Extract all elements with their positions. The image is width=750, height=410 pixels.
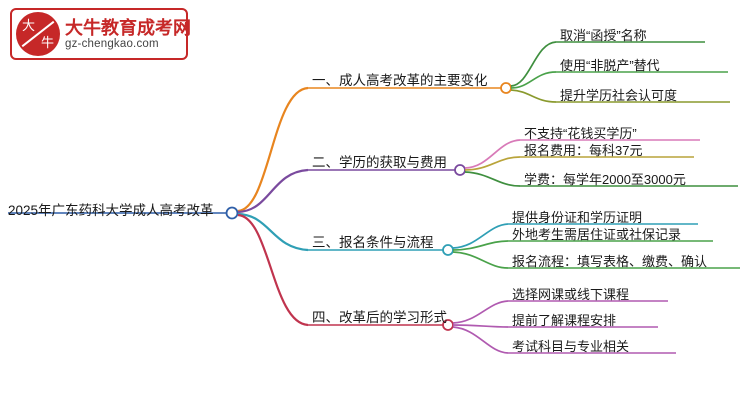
branch-2-node-dot[interactable] [454,164,466,176]
leaf-label-3-2[interactable]: 外地考生需居住证或社保记录 [512,227,682,242]
branch-3-leaf-3-curve [452,251,509,269]
logo-seal-icon: 大 牛 [16,12,60,56]
leaf-label-2-3[interactable]: 学费：每学年2000至3000元 [524,172,686,187]
leaf-label-2-2[interactable]: 报名费用：每科37元 [524,143,643,158]
branch-label-3[interactable]: 三、报名条件与流程 [312,235,434,250]
site-logo: 大 牛 大牛教育成考网 gz-chengkao.com [10,8,191,60]
branch-3-curve [237,212,309,252]
branch-label-1[interactable]: 一、成人高考改革的主要变化 [312,73,488,88]
branch-label-2[interactable]: 二、学历的获取与费用 [312,155,447,170]
branch-1-leaf-2-curve [510,71,557,89]
branch-4-leaf-1-curve [452,300,509,324]
leaf-label-1-1[interactable]: 取消“函授”名称 [560,28,647,43]
branch-3-leaf-1-curve [452,223,509,249]
logo-text-group: 大牛教育成考网 gz-chengkao.com [65,18,191,51]
leaf-label-2-1[interactable]: 不支持“花钱买学历” [524,126,637,141]
branch-1-leaf-3-curve [510,89,557,103]
leaf-label-1-3[interactable]: 提升学历社会认可度 [560,88,678,103]
logo-title: 大牛教育成考网 [65,17,191,38]
branch-4-leaf-3-curve [452,326,509,354]
branch-4-leaf-2-curve [452,324,509,328]
leaf-label-3-1[interactable]: 提供身份证和学历证明 [512,210,643,225]
branch-3-node-dot[interactable] [442,244,454,256]
leaf-label-4-1[interactable]: 选择网课或线下课程 [512,287,630,302]
root-label[interactable]: 2025年广东药科大学成人高考改革 [8,203,214,218]
logo-seal-char-2: 牛 [40,35,54,50]
branch-1-leaf-1-curve [510,41,557,87]
logo-seal-char-1: 大 [22,18,36,33]
root-node-dot[interactable] [225,206,239,220]
branch-2-leaf-3-curve [464,171,521,187]
branch-2-curve [237,168,309,214]
leaf-label-4-2[interactable]: 提前了解课程安排 [512,313,617,328]
branch-3-leaf-2-curve [452,240,509,251]
leaf-label-3-3[interactable]: 报名流程：填写表格、缴费、确认 [512,254,708,269]
logo-url: gz-chengkao.com [65,38,159,51]
leaf-label-1-2[interactable]: 使用“非脱产”替代 [560,58,660,73]
branch-1-node-dot[interactable] [500,82,512,94]
leaf-label-4-3[interactable]: 考试科目与专业相关 [512,339,630,354]
branch-2-leaf-2-curve [464,156,521,171]
branch-label-4[interactable]: 四、改革后的学习形式 [312,310,447,325]
branch-4-curve [237,213,309,327]
branch-1-curve [237,86,309,213]
branch-2-leaf-1-curve [464,139,521,169]
